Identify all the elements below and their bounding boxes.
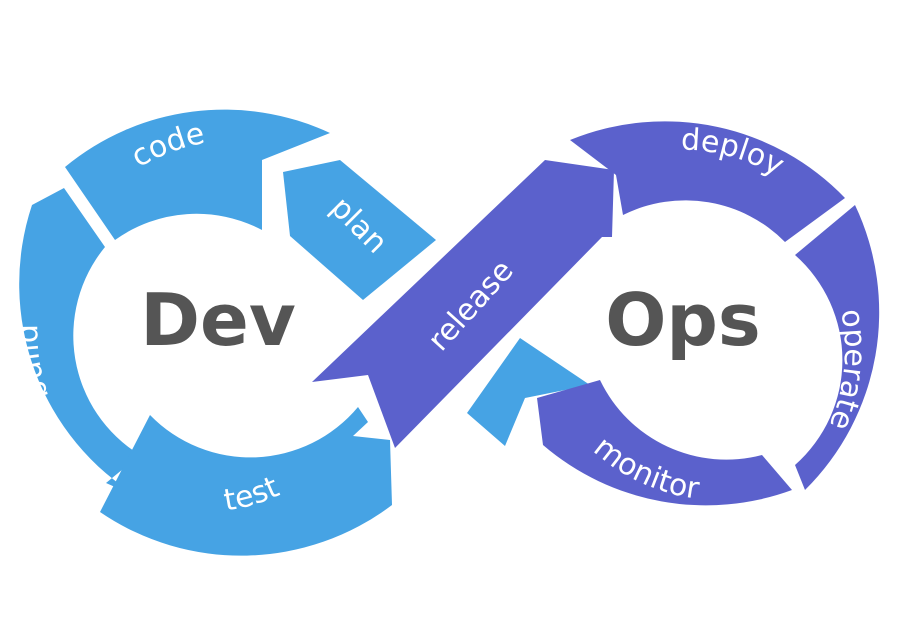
ops-loop xyxy=(312,121,880,506)
monitor-segment xyxy=(537,380,792,506)
release-segment xyxy=(312,160,614,448)
build-segment xyxy=(19,188,140,498)
plan-segment xyxy=(283,160,436,300)
ops-title: Ops xyxy=(605,278,761,362)
test-segment xyxy=(100,407,392,556)
dev-loop xyxy=(19,109,590,556)
crossing-wedge xyxy=(467,338,590,446)
deploy-segment xyxy=(570,121,845,242)
code-segment xyxy=(65,109,330,240)
dev-title: Dev xyxy=(140,278,296,362)
operate-segment xyxy=(795,205,880,490)
